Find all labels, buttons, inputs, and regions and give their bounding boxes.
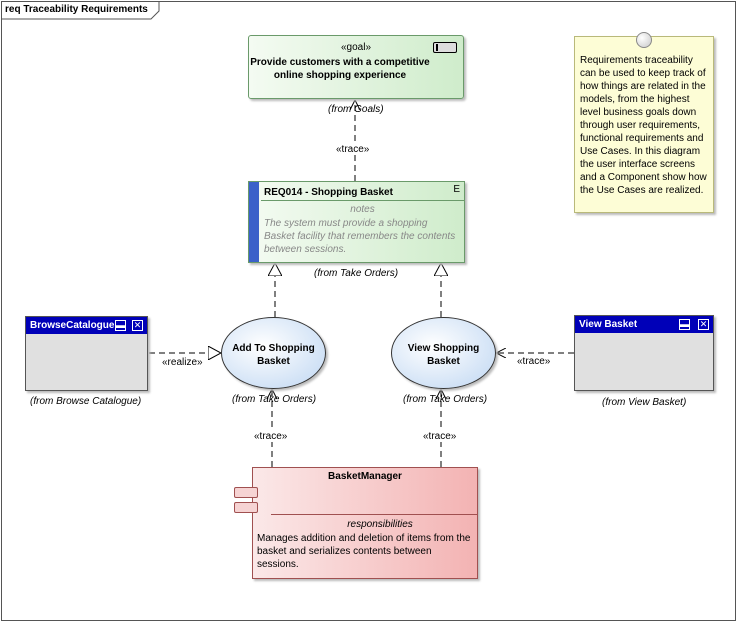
browse-catalogue-header: BrowseCatalogue ▬ ✕ — [26, 317, 147, 334]
add-trace-label: «trace» — [254, 431, 288, 442]
component-responsibilities-heading: responsibilities — [347, 519, 413, 530]
note-text: Requirements traceability can be used to… — [580, 55, 707, 196]
basket-manager-component[interactable]: BasketManager responsibilities Manages a… — [234, 467, 478, 579]
pin-icon — [636, 32, 652, 48]
view-basket-from-label: (from View Basket) — [602, 397, 687, 408]
use-case-add-from-label: (from Take Orders) — [232, 394, 317, 405]
traceability-note[interactable]: Requirements traceability can be used to… — [574, 32, 714, 213]
goal-icon — [433, 42, 457, 53]
use-case-view-from-label: (from Take Orders) — [403, 394, 488, 405]
use-case-view-basket[interactable]: View Shopping Basket — [391, 317, 496, 389]
component-port-icon — [234, 502, 258, 513]
component-responsibilities: Manages addition and deletion of items f… — [257, 533, 471, 570]
frame-title: req Traceability Requirements — [5, 4, 148, 15]
view-uc-trace-label: «trace» — [423, 431, 457, 442]
frame-tab-outline — [1, 1, 160, 20]
goal-from-label: (from Goals) — [328, 104, 384, 115]
view-basket-trace-label: «trace» — [517, 356, 551, 367]
view-basket-screen[interactable]: View Basket ▬ ✕ — [574, 315, 714, 391]
view-basket-title: View Basket — [579, 319, 638, 330]
browse-catalogue-screen[interactable]: BrowseCatalogue ▬ ✕ — [25, 316, 148, 391]
browse-catalogue-from-label: (from Browse Catalogue) — [30, 396, 142, 407]
goal-name: Provide customers with a competitive onl… — [250, 57, 430, 81]
view-basket-header: View Basket ▬ ✕ — [575, 316, 713, 333]
use-case-add-name: Add To Shopping Basket — [232, 343, 315, 367]
goal-element[interactable]: «goal» Provide customers with a competit… — [248, 35, 464, 99]
close-icon[interactable]: ✕ — [132, 320, 143, 331]
requirement-name: REQ014 - Shopping Basket — [264, 187, 393, 198]
goal-stereotype: «goal» — [340, 42, 372, 53]
requirement-divider — [261, 200, 464, 201]
use-case-view-name: View Shopping Basket — [407, 343, 480, 367]
requirement-from-label: (from Take Orders) — [314, 268, 399, 279]
requirement-corner-icon: E — [453, 184, 460, 195]
component-divider — [271, 514, 477, 515]
realize-label: «realize» — [162, 357, 203, 368]
minimize-icon[interactable]: ▬ — [679, 319, 690, 330]
requirement-bar — [249, 182, 259, 262]
use-case-add-to-basket[interactable]: Add To Shopping Basket — [221, 317, 326, 389]
close-icon[interactable]: ✕ — [698, 319, 709, 330]
requirement-notes-heading: notes — [350, 204, 375, 215]
browse-catalogue-title: BrowseCatalogue — [30, 320, 115, 331]
minimize-icon[interactable]: ▬ — [115, 320, 126, 331]
requirement-notes: The system must provide a shopping Baske… — [264, 218, 456, 255]
requirement-element[interactable]: REQ014 - Shopping Basket E notes The sys… — [248, 181, 465, 263]
component-port-icon — [234, 487, 258, 498]
goal-trace-label: «trace» — [336, 144, 370, 155]
component-name: BasketManager — [328, 471, 402, 482]
